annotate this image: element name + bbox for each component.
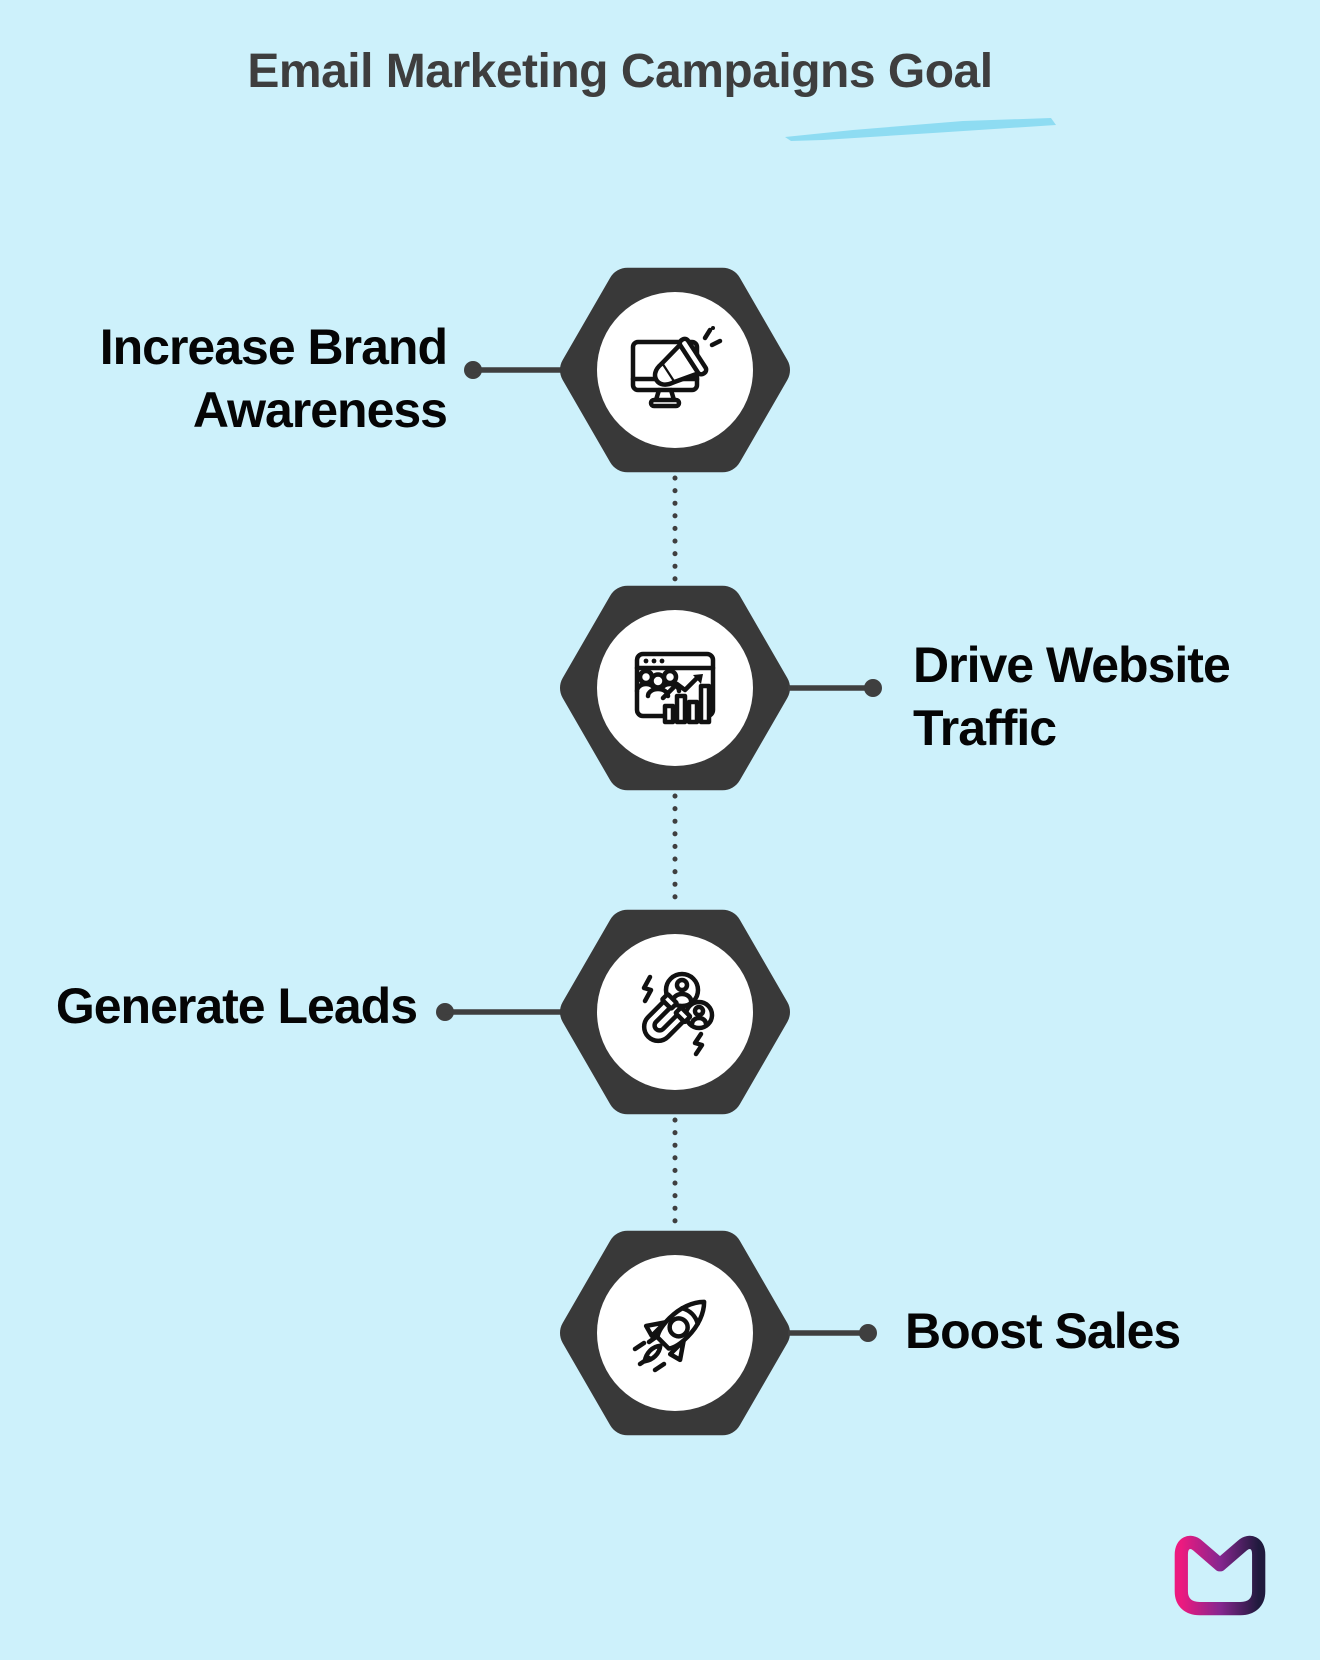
megaphone-monitor-icon (630, 326, 723, 409)
goal-label-generate-leads: Generate Leads (55, 978, 418, 1034)
goal-label-drive-website-traffic: Drive Website Traffic (913, 637, 1231, 756)
connector-line (436, 1003, 563, 1021)
mail-logo (1174, 1535, 1266, 1616)
dotted-connector (672, 1117, 678, 1228)
hexagon-node-3 (560, 909, 790, 1115)
dotted-connector (672, 793, 678, 907)
magnet-leads-icon (641, 971, 715, 1057)
hexagon-node-2 (560, 585, 790, 791)
goal-label-increase-brand-awareness: Increase Brand Awareness (99, 319, 448, 438)
website-traffic-analytics-icon (634, 651, 716, 725)
page-title: Email Marketing Campaigns Goal (247, 45, 993, 98)
connector-line (788, 1324, 877, 1342)
dotted-connector (672, 475, 678, 585)
goal-label-boost-sales: Boost Sales (905, 1303, 1181, 1359)
connector-line (464, 361, 564, 379)
hexagon-node-1 (560, 267, 790, 473)
title-underline-brush (785, 118, 1056, 141)
hexagon-node-4 (560, 1230, 790, 1436)
rocket-icon (632, 1299, 707, 1373)
connector-line (788, 679, 882, 697)
